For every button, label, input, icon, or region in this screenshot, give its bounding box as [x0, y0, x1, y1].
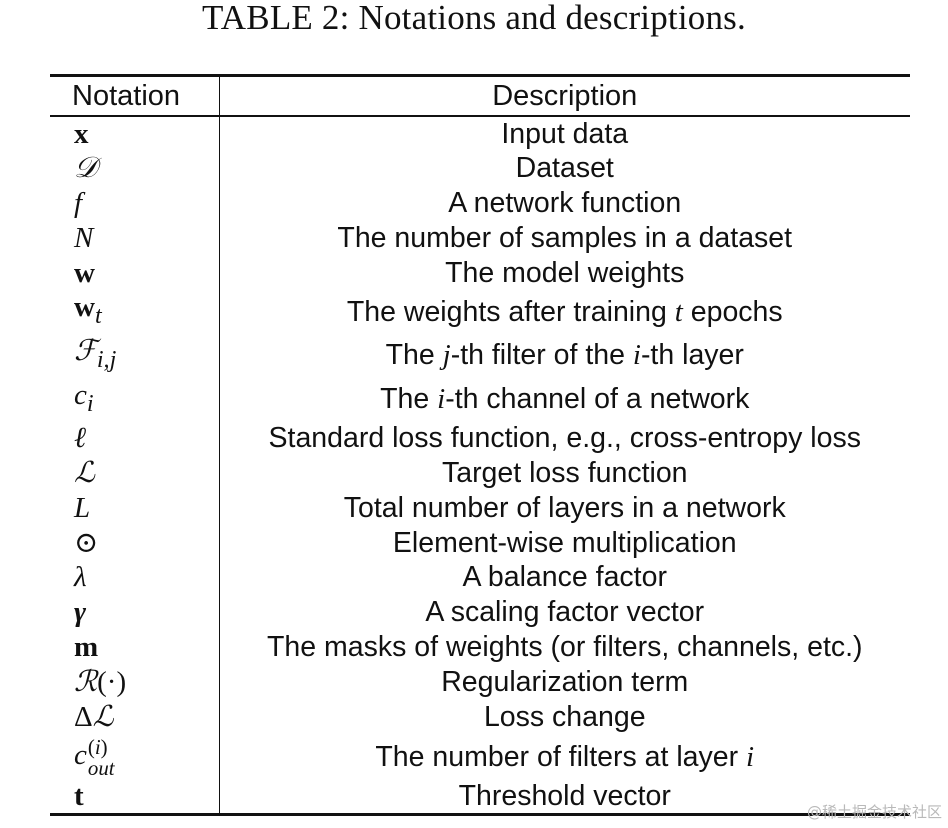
row-description: Threshold vector	[458, 779, 671, 812]
row-description: Input data	[501, 117, 629, 150]
row-description: Regularization term	[441, 665, 689, 698]
row-notation: f	[50, 186, 220, 221]
table-row: w The model weights	[50, 255, 910, 291]
row-notation: L	[50, 490, 220, 526]
table-row: t Threshold vector	[50, 778, 910, 814]
table-row: Δℒ Loss change	[50, 699, 910, 735]
table-row: ℒ Target loss function	[50, 456, 910, 491]
row-description: Dataset	[515, 152, 614, 185]
row-description: The masks of weights (or filters, channe…	[266, 631, 863, 664]
row-notation: ⊙	[50, 525, 220, 561]
table-row: λ A balance factor	[50, 560, 910, 596]
table-row: ℛ(·) Regularization term	[50, 664, 910, 700]
row-description: A network function	[448, 187, 682, 220]
table-row: N The number of samples in a dataset	[50, 220, 910, 256]
row-notation: c(i)out	[50, 734, 220, 779]
row-description: A balance factor	[462, 561, 667, 594]
header-description: Description	[492, 80, 638, 112]
row-description: The number of filters at layer i	[375, 740, 755, 773]
row-notation: γ	[50, 595, 220, 631]
row-description: The weights after training t epochs	[346, 295, 783, 328]
table-row: c(i)out The number of filters at layer i	[50, 734, 910, 779]
table-row: γ A scaling factor vector	[50, 595, 910, 631]
row-notation: 𝒟	[50, 151, 220, 187]
table-row: ci The i-th channel of a network	[50, 377, 910, 422]
row-notation: ℛ(·)	[50, 664, 220, 700]
row-description: The j-th filter of the i-th layer	[385, 339, 744, 372]
table-row: ℱi,j The j-th filter of the i-th layer	[50, 334, 910, 378]
table-row: f A network function	[50, 186, 910, 221]
row-notation: ℓ	[50, 421, 220, 457]
row-description: Total number of layers in a network	[343, 491, 786, 524]
row-description: A scaling factor vector	[425, 596, 705, 629]
row-description: The model weights	[445, 256, 685, 289]
row-notation: x	[50, 116, 220, 152]
row-description: The number of samples in a dataset	[337, 221, 793, 254]
watermark: @稀土掘金技术社区	[806, 803, 942, 821]
bottom-rule	[50, 813, 910, 817]
table-caption: TABLE 2: Notations and descriptions.	[202, 0, 746, 37]
row-notation: ℒ	[50, 456, 220, 491]
table-row: x Input data	[50, 116, 910, 152]
row-notation: N	[50, 220, 220, 256]
row-notation: wt	[50, 290, 220, 335]
header-row: Notation Description	[50, 77, 910, 115]
table-row: m The masks of weights (or filters, chann…	[50, 630, 910, 665]
row-notation: w	[50, 255, 220, 291]
row-description: Target loss function	[441, 457, 688, 490]
table-row: ℓ Standard loss function, e.g., cross-ent…	[50, 421, 910, 457]
row-notation: ℱi,j	[50, 334, 220, 378]
row-notation: m	[50, 630, 220, 665]
row-description: Element-wise multiplication	[392, 526, 737, 559]
row-notation: ci	[50, 377, 220, 422]
top-rule	[50, 74, 910, 77]
row-description: The i-th channel of a network	[380, 383, 750, 416]
header-rule	[50, 115, 910, 117]
table-row: ⊙ Element-wise multiplication	[50, 525, 910, 561]
row-notation: λ	[50, 560, 220, 596]
header-notation: Notation	[50, 77, 220, 115]
row-description: Standard loss function, e.g., cross-entr…	[268, 422, 861, 455]
row-description: Loss change	[483, 700, 646, 733]
table-row: wt The weights after training t epochs	[50, 290, 910, 335]
table-row: 𝒟 Dataset	[50, 151, 910, 187]
row-notation: Δℒ	[50, 699, 220, 735]
row-notation: t	[50, 778, 220, 814]
table-row: L Total number of layers in a network	[50, 490, 910, 526]
